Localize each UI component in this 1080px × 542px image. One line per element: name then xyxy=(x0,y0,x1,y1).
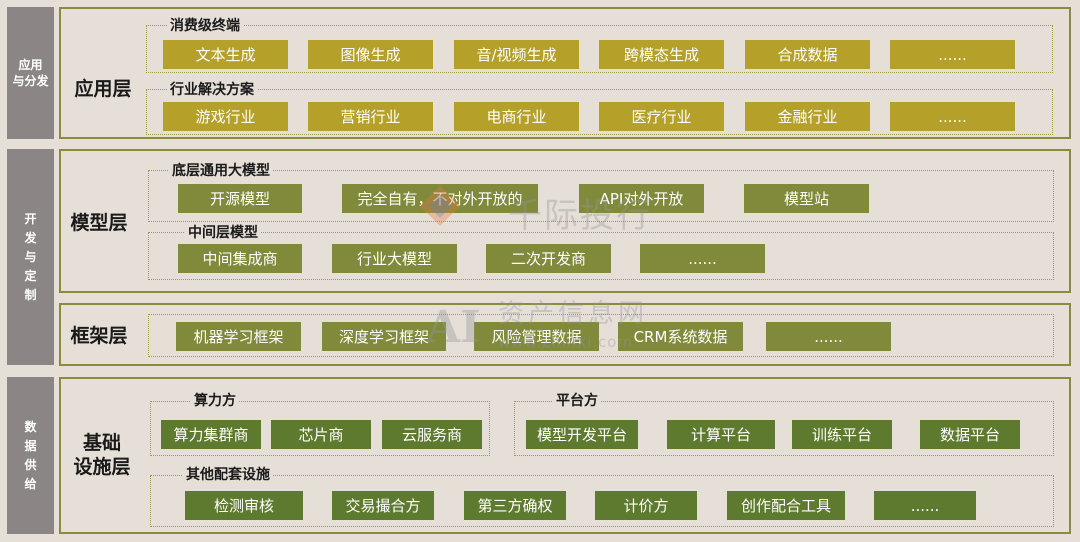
item-box: 二次开发商 xyxy=(486,244,611,273)
group-title: 中间层模型 xyxy=(185,225,261,241)
item-box: 模型开发平台 xyxy=(526,420,638,449)
item-box: 训练平台 xyxy=(792,420,892,449)
item-box: 计算平台 xyxy=(667,420,775,449)
item-box: 第三方确权 xyxy=(464,491,566,520)
framework-layer-title: 框架层 xyxy=(70,325,128,347)
middle-model-group: 中间层模型 中间集成商 行业大模型 二次开发商 ...... xyxy=(148,225,1054,280)
group-title: 消费级终端 xyxy=(167,18,243,34)
item-box: 完全自有，不对外开放的 xyxy=(342,184,538,213)
side-label-line: 与 xyxy=(24,250,37,264)
side-label-line: 给 xyxy=(24,477,37,491)
item-box: 医疗行业 xyxy=(599,102,724,131)
supporting-facilities-group: 其他配套设施 检测审核 交易撮合方 第三方确权 计价方 创作配合工具 .....… xyxy=(150,467,1054,527)
item-box: 跨模态生成 xyxy=(599,40,724,69)
group-title: 底层通用大模型 xyxy=(169,163,273,179)
item-box: 模型站 xyxy=(744,184,869,213)
side-label-line: 数 xyxy=(24,420,37,434)
item-box: 机器学习框架 xyxy=(176,322,301,351)
side-label-development: 开 发 与 定 制 xyxy=(7,149,54,365)
framework-layer: 框架层 机器学习框架 深度学习框架 风险管理数据 CRM系统数据 ...... xyxy=(59,303,1071,366)
side-label-data-supply: 数 据 供 给 xyxy=(7,377,54,534)
consumer-terminal-group: 消费级终端 文本生成 图像生成 音/视频生成 跨模态生成 合成数据 ...... xyxy=(146,18,1053,73)
item-box: 游戏行业 xyxy=(163,102,288,131)
item-box: ...... xyxy=(766,322,891,351)
side-label-line: 据 xyxy=(24,439,37,453)
side-label-line: 与分发 xyxy=(12,74,49,88)
item-box: ...... xyxy=(890,40,1015,69)
item-box: 文本生成 xyxy=(163,40,288,69)
item-box: 芯片商 xyxy=(271,420,371,449)
group-title: 行业解决方案 xyxy=(167,82,257,98)
item-box: 创作配合工具 xyxy=(727,491,845,520)
base-model-group: 底层通用大模型 开源模型 完全自有，不对外开放的 API对外开放 模型站 xyxy=(148,163,1054,222)
group-title: 其他配套设施 xyxy=(183,467,273,483)
item-box: ...... xyxy=(890,102,1015,131)
side-label-line: 制 xyxy=(24,288,37,302)
item-box: 音/视频生成 xyxy=(454,40,579,69)
item-box: CRM系统数据 xyxy=(618,322,743,351)
item-box: 深度学习框架 xyxy=(322,322,446,351)
item-box: ...... xyxy=(640,244,765,273)
item-box: 交易撮合方 xyxy=(332,491,434,520)
side-label-line: 定 xyxy=(24,269,37,283)
side-label-line: 发 xyxy=(24,231,37,245)
item-box: 电商行业 xyxy=(454,102,579,131)
item-box: 检测审核 xyxy=(185,491,303,520)
platform-provider-group: 平台方 模型开发平台 计算平台 训练平台 数据平台 xyxy=(514,393,1054,456)
item-box: ...... xyxy=(874,491,976,520)
group-title: 算力方 xyxy=(191,393,239,409)
model-layer-title: 模型层 xyxy=(70,212,128,234)
item-box: 风险管理数据 xyxy=(474,322,599,351)
layer-title-line: 基础 xyxy=(82,432,121,454)
side-label-application: 应用 与分发 xyxy=(7,7,54,139)
layer-title-line: 设施层 xyxy=(73,456,131,478)
infrastructure-layer-title: 基础 设施层 xyxy=(60,431,144,479)
item-box: 金融行业 xyxy=(745,102,870,131)
application-layer-title: 应用层 xyxy=(74,78,132,100)
industry-solution-group: 行业解决方案 游戏行业 营销行业 电商行业 医疗行业 金融行业 ...... xyxy=(146,82,1053,135)
side-label-line: 应用 xyxy=(18,58,43,72)
item-box: 云服务商 xyxy=(382,420,482,449)
side-label-line: 开 xyxy=(24,212,37,226)
side-label-line: 供 xyxy=(24,458,37,472)
item-box: 计价方 xyxy=(595,491,697,520)
item-box: 行业大模型 xyxy=(332,244,457,273)
item-box: 数据平台 xyxy=(920,420,1020,449)
item-box: API对外开放 xyxy=(579,184,704,213)
model-layer: 模型层 底层通用大模型 开源模型 完全自有，不对外开放的 API对外开放 模型站… xyxy=(59,149,1071,293)
item-box: 图像生成 xyxy=(308,40,433,69)
group-title: 平台方 xyxy=(553,393,601,409)
framework-group: 机器学习框架 深度学习框架 风险管理数据 CRM系统数据 ...... xyxy=(148,314,1054,357)
item-box: 营销行业 xyxy=(308,102,433,131)
item-box: 算力集群商 xyxy=(161,420,261,449)
item-box: 开源模型 xyxy=(178,184,302,213)
application-layer: 应用层 消费级终端 文本生成 图像生成 音/视频生成 跨模态生成 合成数据 ..… xyxy=(59,7,1071,139)
item-box: 合成数据 xyxy=(745,40,870,69)
item-box: 中间集成商 xyxy=(178,244,302,273)
compute-provider-group: 算力方 算力集群商 芯片商 云服务商 xyxy=(150,393,490,456)
infrastructure-layer: 基础 设施层 算力方 算力集群商 芯片商 云服务商 平台方 模型开发平台 计算平… xyxy=(59,377,1071,534)
